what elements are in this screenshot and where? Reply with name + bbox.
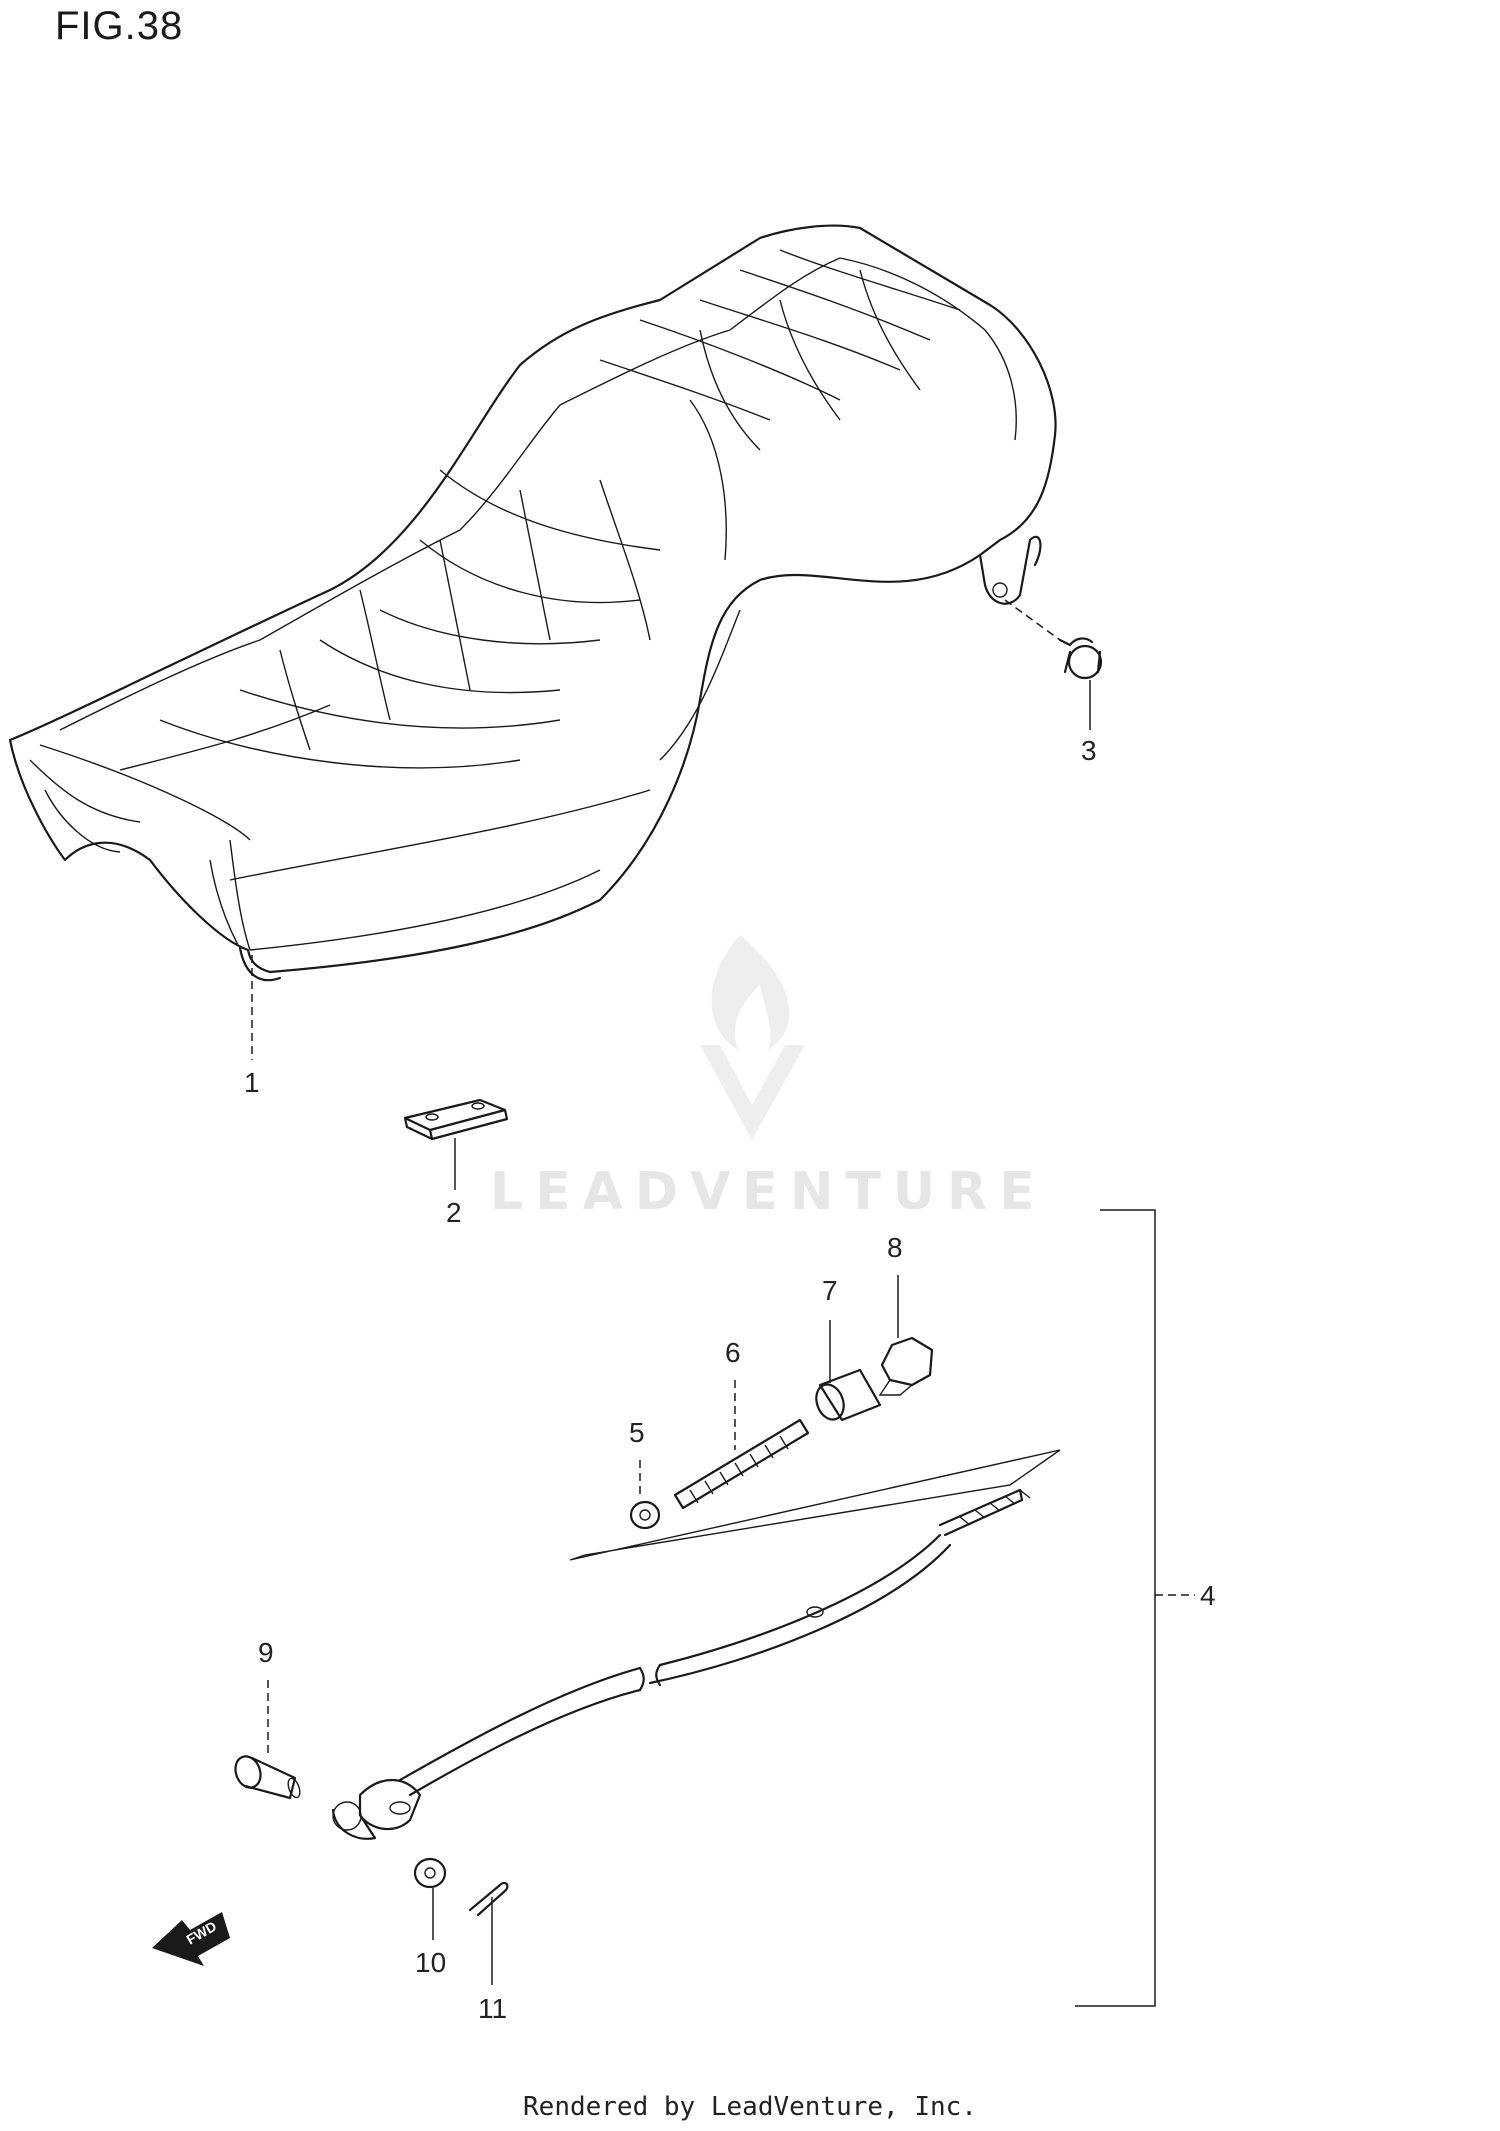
callout-10: 10 <box>415 1947 446 1978</box>
callout-2: 2 <box>446 1197 462 1228</box>
cotter-pin-part-11[interactable] <box>468 1881 509 1985</box>
assembly-bracket-4 <box>1075 1209 1156 2007</box>
callout-5: 5 <box>629 1417 645 1448</box>
clip-part-2[interactable] <box>403 1098 509 1190</box>
group-wedge <box>569 1449 1061 1561</box>
callout-6: 6 <box>725 1337 741 1368</box>
watermark-text: LEADVENTURE <box>490 1162 1047 1222</box>
render-credit: Rendered by LeadVenture, Inc. <box>523 2092 977 2122</box>
washer-part-10[interactable] <box>413 1857 447 1940</box>
pin-part-9[interactable] <box>231 1680 302 1800</box>
washer-part-5[interactable] <box>629 1460 661 1530</box>
callout-11: 11 <box>478 1993 507 2024</box>
callout-3: 3 <box>1081 735 1097 766</box>
collar-part-7[interactable] <box>812 1320 882 1423</box>
callout-8: 8 <box>887 1232 903 1263</box>
callout-7: 7 <box>822 1275 838 1306</box>
screw-part-3[interactable] <box>1004 599 1103 730</box>
nut-part-8[interactable] <box>878 1275 934 1396</box>
spring-part-6[interactable] <box>673 1380 810 1510</box>
figure-title: FIG.38 <box>55 4 184 48</box>
seat-part[interactable] <box>8 224 1057 982</box>
seat-lock-rod[interactable] <box>331 1488 1031 1840</box>
callout-4: 4 <box>1200 1580 1216 1611</box>
callout-1: 1 <box>244 1067 260 1098</box>
fwd-arrow-icon: FWD <box>152 1912 230 1966</box>
watermark-logo <box>700 935 805 1140</box>
callout-9: 9 <box>258 1637 274 1668</box>
